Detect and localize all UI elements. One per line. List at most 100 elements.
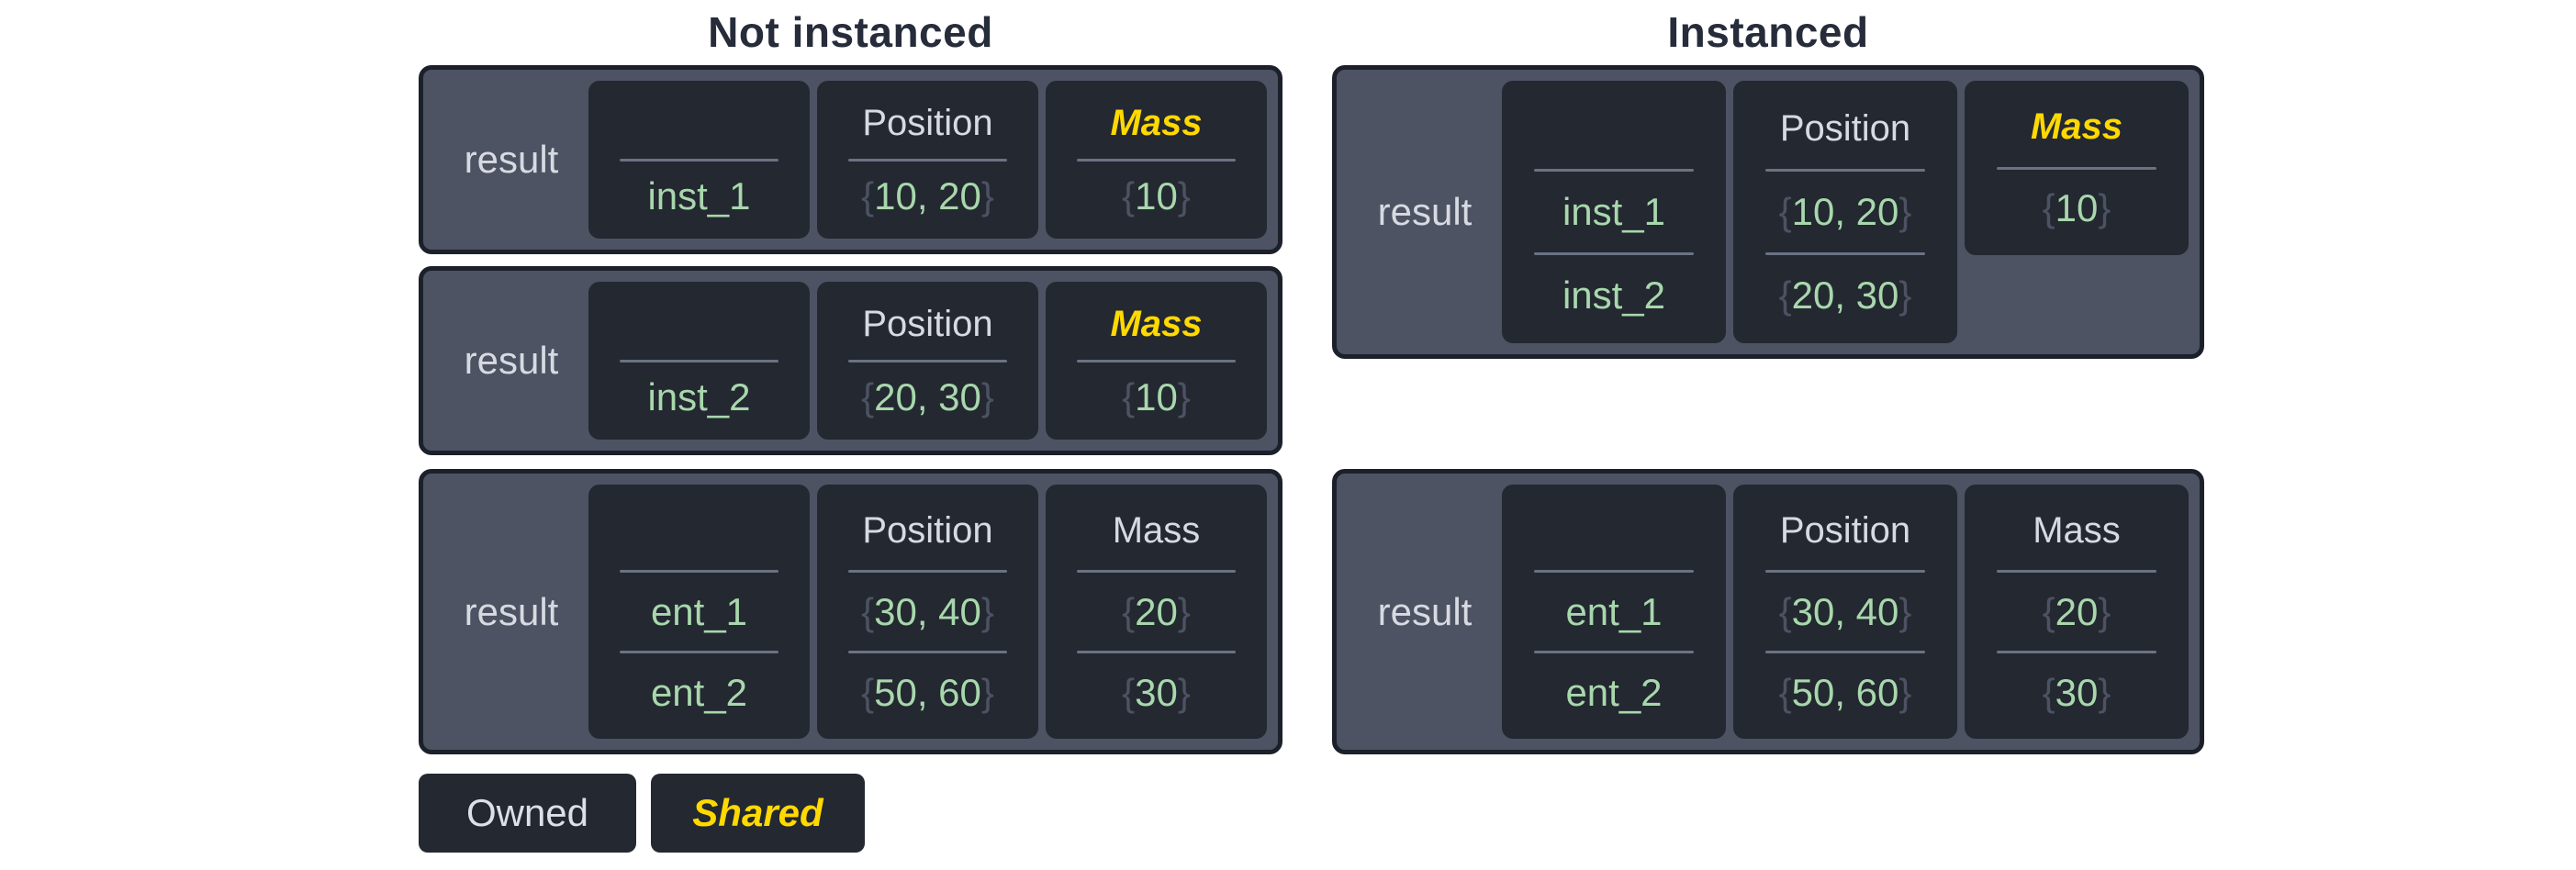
row-separator-line — [1077, 651, 1236, 653]
row-separator-line — [848, 158, 1007, 162]
entity-cell: ent_2 — [650, 670, 748, 714]
legend-owned-chip: Owned — [419, 774, 636, 853]
row-separator-line — [1764, 651, 1926, 653]
entity-column-header — [1511, 492, 1717, 570]
legend-shared-label: Shared — [692, 791, 823, 834]
mass-value: 20 — [1135, 589, 1178, 633]
entity-cell: ent_1 — [1565, 589, 1663, 633]
table-cards: inst_2 Position {20, 30} Mass {10} — [588, 282, 1267, 440]
mass-column-card: Mass {10} — [1046, 81, 1267, 239]
mass-column-card: Mass {20} {30} — [1046, 485, 1267, 739]
close-brace: } — [980, 670, 994, 714]
close-brace: } — [1177, 374, 1191, 418]
open-brace: { — [1122, 374, 1136, 418]
entity-cell: inst_1 — [1562, 190, 1666, 233]
open-brace: { — [1122, 589, 1136, 633]
close-brace: } — [2098, 186, 2111, 230]
position-value: 10, 20 — [874, 173, 981, 218]
row-separator-line — [1533, 169, 1695, 172]
position-value-cell: {30, 40} — [1742, 573, 1948, 651]
entity-column-card: inst_1 inst_2 — [1502, 81, 1726, 343]
close-brace: } — [1898, 589, 1912, 633]
position-column-card: Position {10, 20} {20, 30} — [1733, 81, 1957, 343]
row-separator-line — [1533, 252, 1695, 255]
close-brace: } — [1177, 670, 1191, 714]
query-result-table: result ent_1 ent_2 Position {30, 40} {50… — [419, 469, 1282, 754]
entity-column-header — [598, 88, 801, 159]
result-label: result — [464, 138, 559, 181]
mass-column-card: Mass {10} — [1046, 282, 1267, 440]
open-brace: { — [1122, 173, 1136, 218]
entity-column-header — [598, 289, 801, 360]
section-title-instanced: Instanced — [1667, 8, 1869, 56]
position-value-cell: {30, 40} — [826, 573, 1029, 651]
row-separator-line — [1764, 570, 1926, 573]
position-value: 20, 30 — [1791, 273, 1899, 317]
row-separator-line — [620, 651, 778, 653]
position-value: 20, 30 — [874, 374, 981, 418]
mass-value: 20 — [2055, 589, 2099, 633]
query-result-table: result inst_1 Position {10, 20} Mass {10… — [419, 65, 1282, 254]
row-separator-line — [1077, 158, 1236, 162]
position-header: Position — [862, 102, 993, 143]
position-header: Position — [1779, 107, 1911, 149]
table-cards: inst_1 inst_2 Position {10, 20} {20, 30}… — [1502, 81, 2189, 343]
section-title-not-instanced: Not instanced — [708, 8, 993, 56]
entity-column-card: ent_1 ent_2 — [588, 485, 810, 739]
row-separator-line — [1996, 166, 2157, 170]
close-brace: } — [980, 589, 994, 633]
position-header: Position — [862, 303, 993, 344]
row-separator-line — [848, 359, 1007, 362]
position-value: 50, 60 — [874, 670, 981, 714]
mass-value-cell: {30} — [1055, 653, 1258, 731]
close-brace: } — [980, 173, 994, 218]
open-brace: { — [2042, 589, 2055, 633]
mass-header: Mass — [1110, 303, 1203, 344]
result-label: result — [1377, 589, 1473, 633]
result-label: result — [1377, 190, 1473, 233]
mass-value: 30 — [1135, 670, 1178, 714]
position-value: 10, 20 — [1791, 190, 1899, 233]
row-separator-line — [1996, 651, 2157, 653]
row-separator-line — [1533, 570, 1695, 573]
position-value: 30, 40 — [874, 589, 981, 633]
position-value-cell: {50, 60} — [1742, 653, 1948, 731]
mass-value: 10 — [1135, 374, 1178, 418]
row-separator-line — [848, 651, 1007, 653]
row-separator-line — [848, 570, 1007, 573]
position-value-cell: {20, 30} — [1742, 255, 1948, 336]
mass-column-card-shared: Mass {10} — [1965, 81, 2189, 255]
mass-header: Mass — [1110, 102, 1203, 143]
position-column-card: Position {20, 30} — [817, 282, 1038, 440]
position-value-cell: {50, 60} — [826, 653, 1029, 731]
table-cards: ent_1 ent_2 Position {30, 40} {50, 60} M… — [588, 485, 1267, 739]
legend-shared-chip: Shared — [651, 774, 865, 853]
position-value-cell: {20, 30} — [826, 362, 1029, 433]
result-label: result — [464, 589, 559, 633]
mass-value-cell: {10} — [1055, 362, 1258, 433]
open-brace: { — [861, 589, 875, 633]
mass-column-card: Mass {20} {30} — [1965, 485, 2189, 739]
row-separator-line — [1996, 570, 2157, 573]
entity-cell: inst_2 — [1562, 273, 1666, 317]
mass-header: Mass — [1112, 510, 1201, 551]
close-brace: } — [2098, 589, 2111, 633]
row-separator-line — [1764, 169, 1926, 172]
row-separator-line — [620, 570, 778, 573]
close-brace: } — [1898, 273, 1912, 317]
entity-cell: inst_1 — [647, 173, 751, 218]
position-header: Position — [1779, 510, 1911, 551]
entity-column-card: ent_1 ent_2 — [1502, 485, 1726, 739]
open-brace: { — [1778, 273, 1792, 317]
open-brace: { — [1122, 670, 1136, 714]
position-column-card: Position {30, 40} {50, 60} — [1733, 485, 1957, 739]
open-brace: { — [1778, 190, 1792, 233]
close-brace: } — [1898, 670, 1912, 714]
entity-column-card: inst_1 — [588, 81, 810, 239]
entity-column-card: inst_2 — [588, 282, 810, 440]
mass-value: 10 — [1135, 173, 1178, 218]
open-brace: { — [861, 670, 875, 714]
query-result-table: result inst_2 Position {20, 30} Mass {10… — [419, 266, 1282, 455]
close-brace: } — [1177, 173, 1191, 218]
